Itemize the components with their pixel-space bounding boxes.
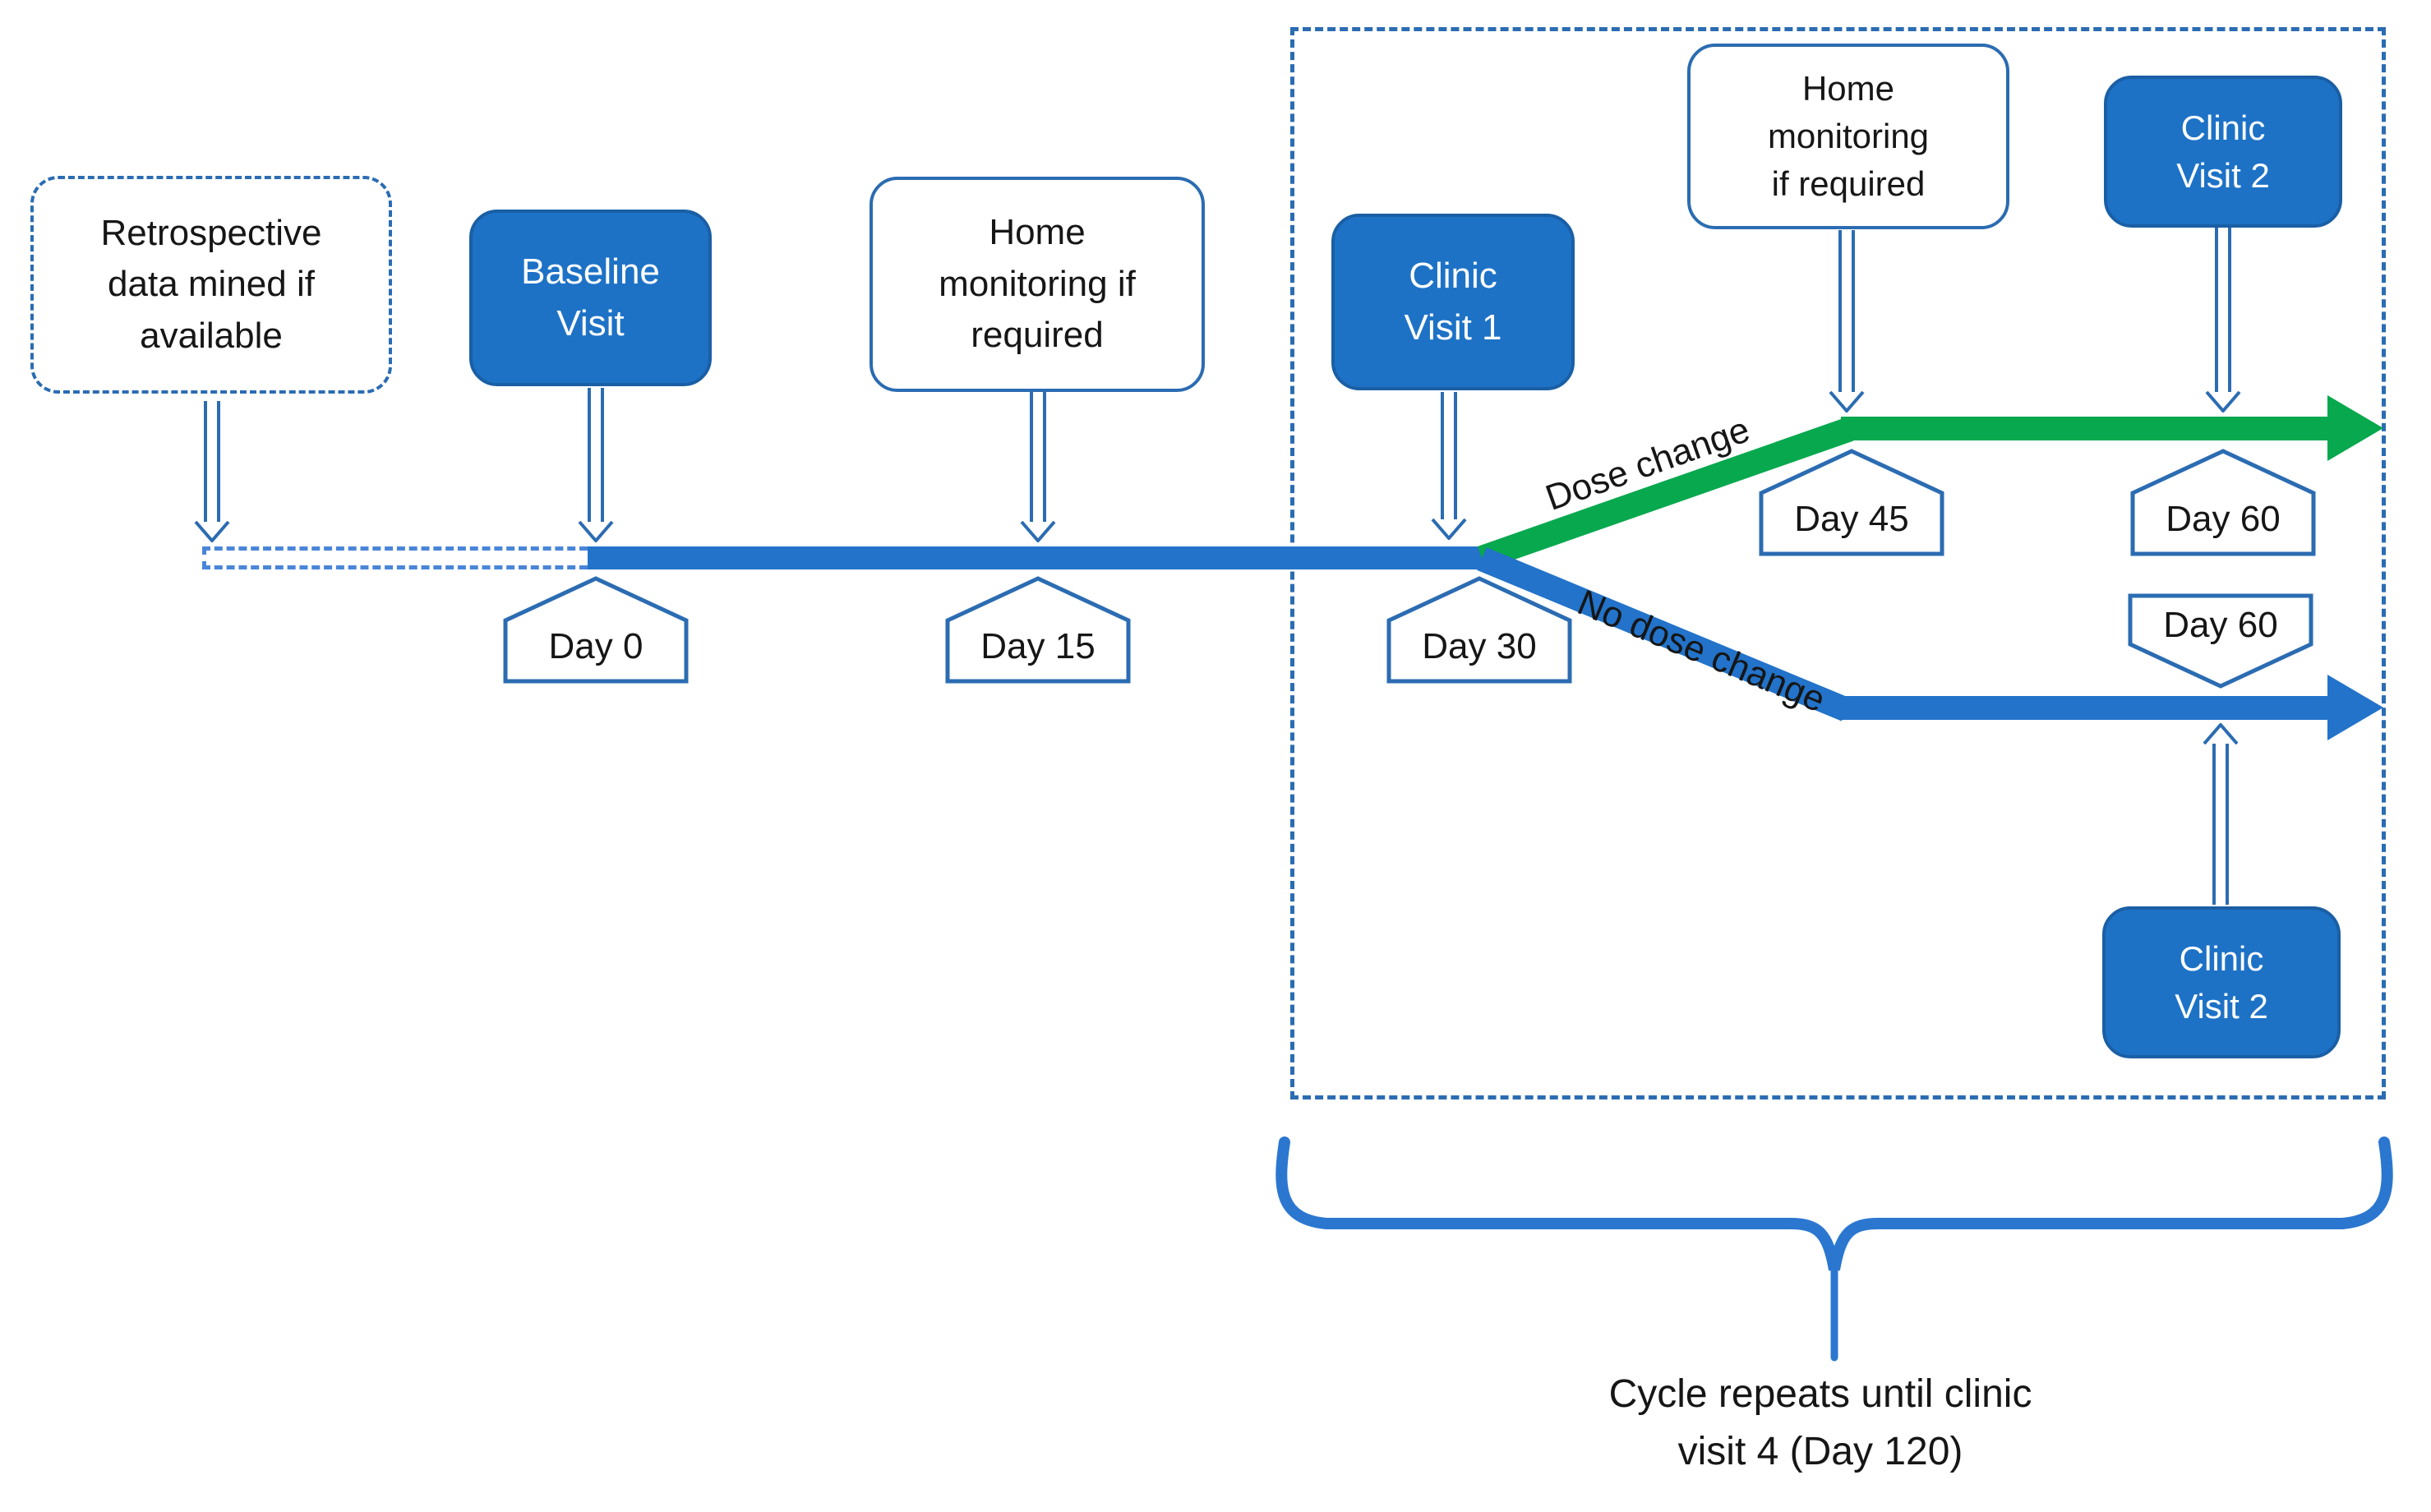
day-marker-day60-lower: Day 60: [2128, 593, 2313, 689]
home-monitoring-1-down-arrow-icon: [1019, 392, 1057, 542]
home-monitoring-1-line-3: required: [971, 315, 1104, 356]
day45-label: Day 45: [1794, 499, 1909, 539]
clinic-visit-2-top-line-2: Visit 2: [2176, 155, 2270, 195]
home-monitoring-2-down-arrow-icon: [1828, 230, 1866, 413]
baseline-visit-box: Baseline Visit: [469, 210, 712, 386]
arrow-shaft: [2212, 740, 2229, 905]
day-marker-shape: [503, 576, 689, 684]
arrow-shaft: [588, 388, 604, 526]
arrow-shaft: [1441, 392, 1457, 523]
home-monitoring-1-box: Home monitoring if required: [870, 177, 1205, 392]
arrowhead-icon: [194, 521, 230, 542]
retrospective-dashed-timeline: [202, 546, 588, 569]
clinic-visit-2-bottom-box: Clinic Visit 2: [2102, 906, 2341, 1058]
clinic-visit-1-line-1: Clinic: [1409, 256, 1497, 297]
clinic-visit-1-line-2: Visit 1: [1404, 307, 1502, 348]
day15-label: Day 15: [980, 626, 1096, 666]
blue-arrowhead-icon: [2327, 675, 2383, 740]
clinic-visit-2-top-line-1: Clinic: [2180, 108, 2266, 147]
baseline-line-1: Baseline: [521, 251, 660, 293]
cycle-caption-line-2: visit 4 (Day 120): [1677, 1429, 1963, 1473]
home-monitoring-2-line-1: Home: [1801, 69, 1895, 108]
home-monitoring-2-line-3: if required: [1771, 164, 1926, 203]
dose-change-timeline-bar: [1841, 417, 2331, 440]
cycle-caption-line-1: Cycle repeats until clinic: [1608, 1372, 2032, 1416]
retrospective-line-1: Retrospective: [100, 212, 322, 253]
day-marker-day45: Day 45: [1759, 448, 1944, 556]
clinic-visit-2-top-box: Clinic Visit 2: [2104, 76, 2342, 228]
day-marker-shape: [1386, 576, 1572, 684]
day-marker-day15: Day 15: [945, 575, 1131, 684]
clinic-visit-2-bottom-line-2: Visit 2: [2175, 986, 2268, 1026]
main-timeline-bar: [588, 546, 1506, 569]
clinic-visit-1-down-arrow-icon: [1430, 392, 1468, 540]
arrowhead-icon: [2205, 391, 2241, 413]
day-marker-day0: Day 0: [503, 575, 689, 684]
clinic-visit-2-top-down-arrow-icon: [2204, 228, 2242, 413]
arrowhead-icon: [1431, 519, 1467, 540]
arrow-shaft: [204, 401, 220, 526]
retrospective-down-arrow-icon: [193, 401, 231, 542]
day-marker-shape: [945, 576, 1131, 684]
day60-upper-label: Day 60: [2166, 499, 2281, 539]
day0-label: Day 0: [548, 626, 644, 666]
day30-label: Day 30: [1422, 626, 1537, 666]
day-marker-day60-upper: Day 60: [2130, 448, 2316, 556]
arrow-shaft: [1838, 230, 1855, 396]
retrospective-line-3: available: [140, 315, 283, 356]
cycle-caption: Cycle repeats until clinic visit 4 (Day …: [1409, 1366, 2231, 1480]
baseline-line-2: Visit: [556, 302, 625, 343]
home-monitoring-2-box: Home monitoring if required: [1687, 44, 2009, 229]
day-marker-day30: Day 30: [1386, 575, 1572, 684]
no-dose-change-timeline-bar: [1841, 696, 2331, 720]
green-arrowhead-icon: [2327, 395, 2383, 461]
home-monitoring-2-line-2: monitoring: [1767, 117, 1930, 156]
day-marker-shape: [2130, 449, 2316, 556]
arrowhead-icon: [1829, 391, 1865, 413]
day-marker-shape: [2128, 593, 2313, 689]
clinic-visit-2-bottom-up-arrow-icon: [2202, 723, 2240, 905]
arrowhead-icon: [578, 521, 614, 542]
baseline-down-arrow-icon: [577, 388, 615, 542]
day-marker-shape: [1759, 449, 1944, 556]
arrow-shaft: [1030, 392, 1046, 526]
retrospective-data-box: Retrospective data mined if available: [30, 176, 392, 394]
home-monitoring-1-line-1: Home: [989, 212, 1086, 253]
clinic-visit-1-box: Clinic Visit 1: [1331, 214, 1575, 390]
arrowhead-icon: [1020, 521, 1056, 542]
clinic-visit-2-bottom-line-1: Clinic: [2179, 938, 2264, 978]
day60-lower-label: Day 60: [2163, 605, 2278, 645]
arrow-shaft: [2215, 228, 2231, 396]
retrospective-line-2: data mined if: [108, 264, 315, 305]
arrowhead-icon: [2203, 723, 2239, 744]
home-monitoring-1-line-2: monitoring if: [939, 263, 1136, 304]
